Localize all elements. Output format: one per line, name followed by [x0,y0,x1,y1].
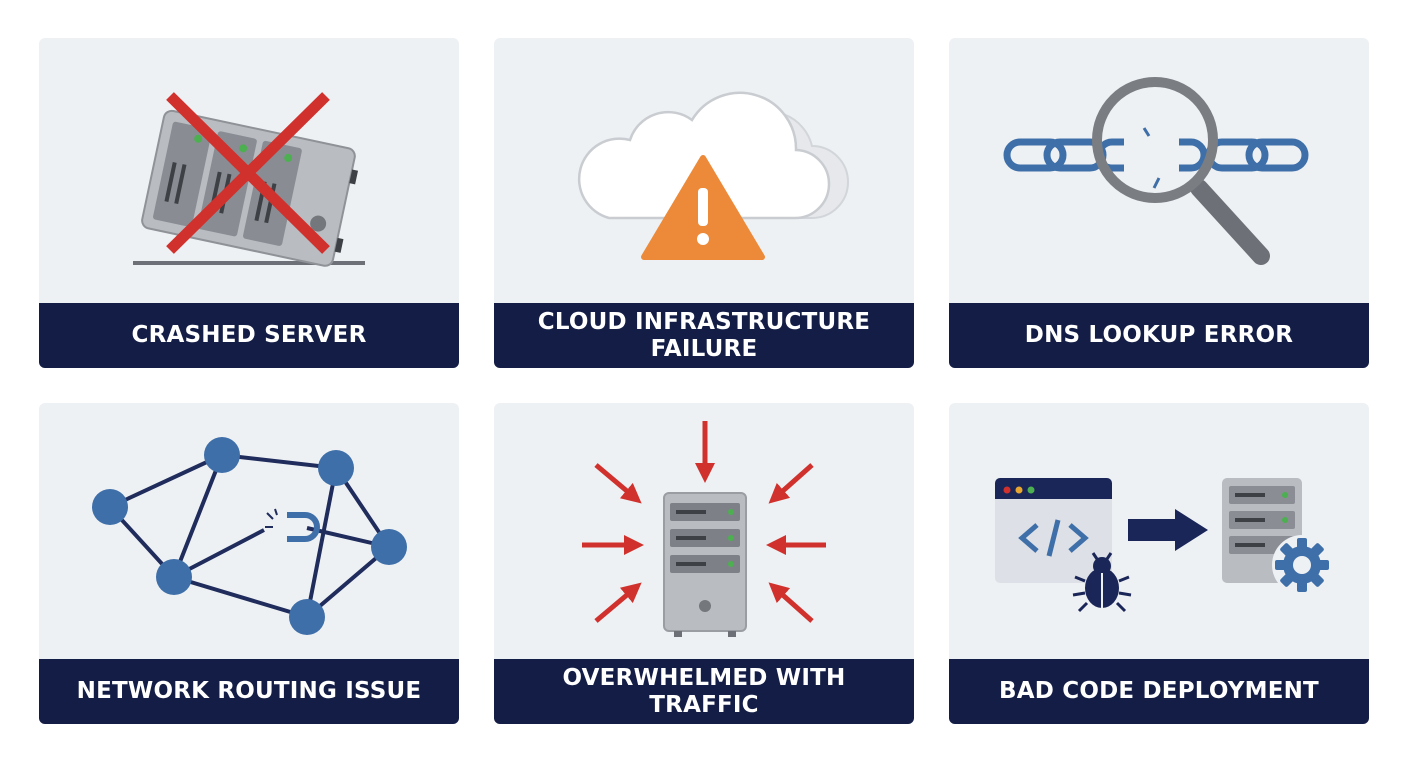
card-label: NETWORK ROUTING ISSUE [39,659,459,724]
crashed-server-icon [133,92,365,267]
server-traffic-icon [582,421,826,637]
card-label: CLOUD INFRASTRUCTURE FAILURE [494,303,914,368]
card-crashed-server: CRASHED SERVER [39,38,459,368]
network-graph-icon [92,437,407,635]
code-bug-deploy-icon [995,478,1332,613]
card-network-routing: NETWORK ROUTING ISSUE [39,403,459,724]
card-label: DNS LOOKUP ERROR [949,303,1369,368]
card-cloud-failure: CLOUD INFRASTRUCTURE FAILURE [494,38,914,368]
card-label: OVERWHELMED WITH TRAFFIC [494,659,914,724]
gear-icon [1272,535,1332,595]
bug-icon [1072,552,1132,613]
card-label: CRASHED SERVER [39,303,459,368]
card-bad-deployment: BAD CODE DEPLOYMENT [949,403,1369,724]
card-traffic: OVERWHELMED WITH TRAFFIC [494,403,914,724]
cloud-warning-icon [577,91,849,260]
broken-chain-magnifier-icon [1003,77,1309,265]
card-dns-error: DNS LOOKUP ERROR [949,38,1369,368]
card-label: BAD CODE DEPLOYMENT [949,659,1369,724]
